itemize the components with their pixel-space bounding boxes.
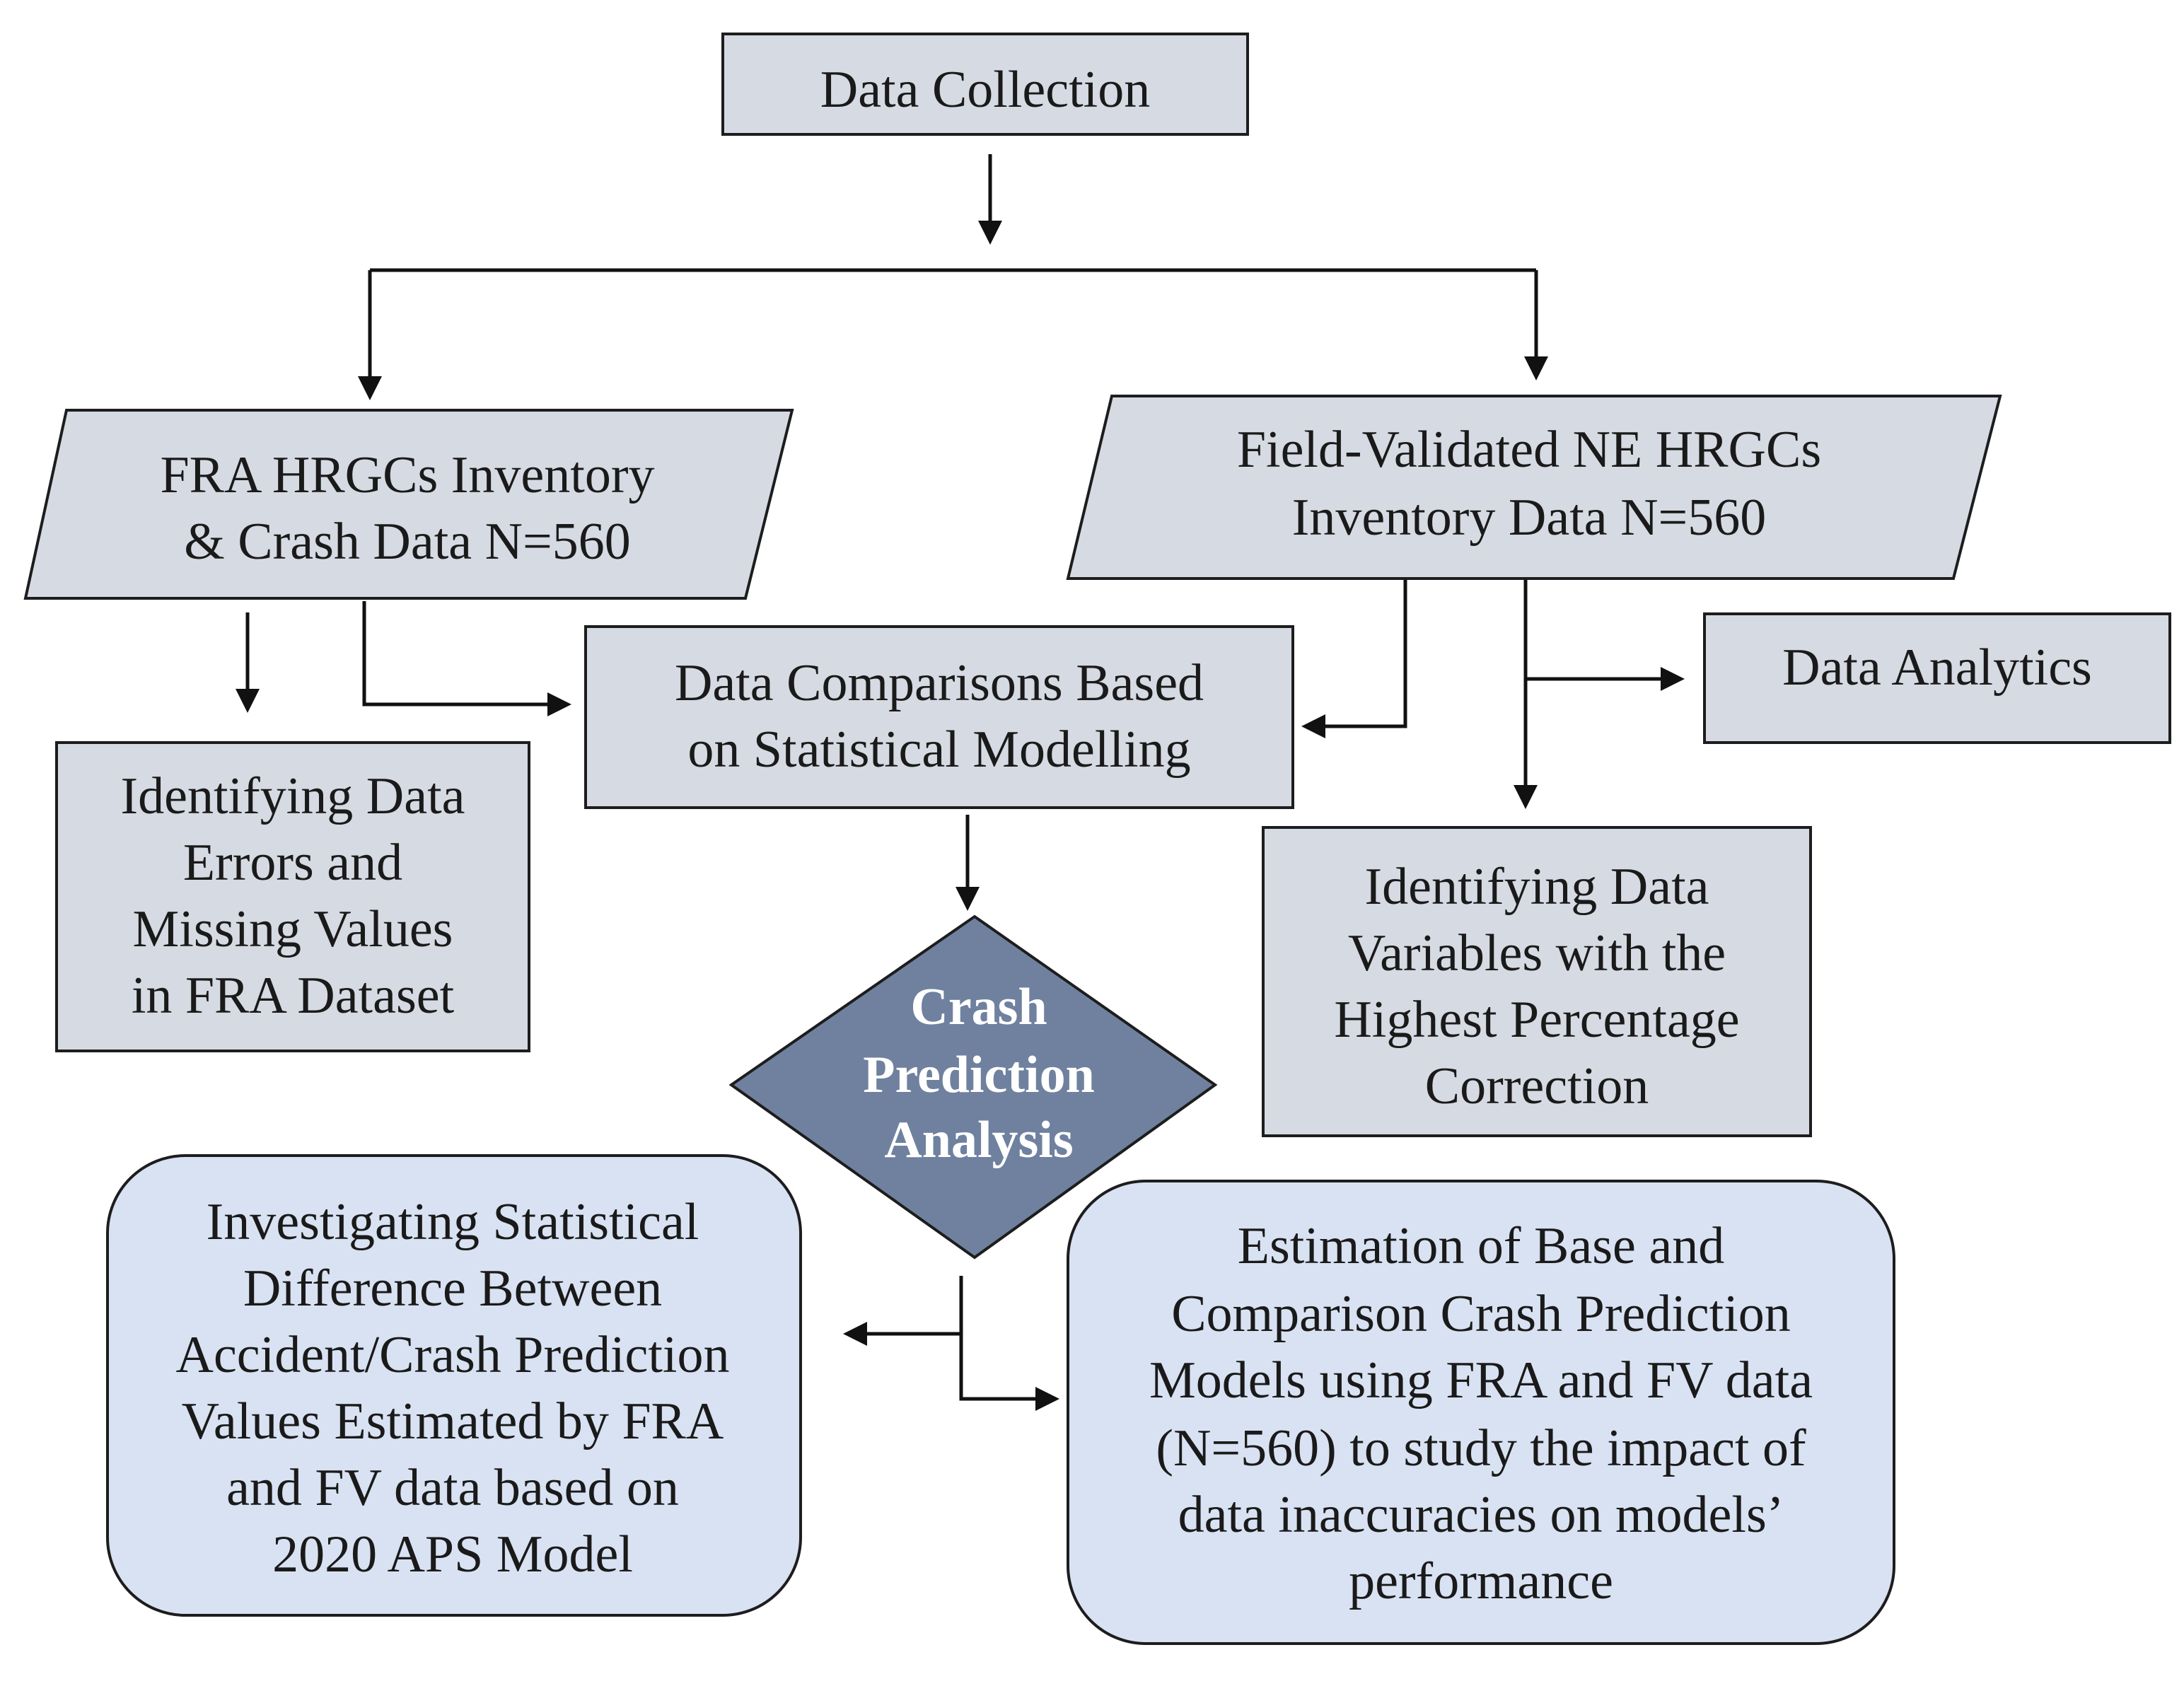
arrow-split-to-fv	[1524, 270, 1548, 380]
process-box	[1703, 612, 2171, 744]
node-label-line: Investigating Statistical	[207, 1193, 699, 1251]
node-label-line: & Crash Data N=560	[184, 513, 631, 571]
node-label-line: Comparison Crash Prediction	[1171, 1285, 1791, 1343]
rounded-box	[106, 1154, 802, 1617]
node-label-line: Identifying Data	[1365, 858, 1709, 916]
arrow-fv-to-variables	[1514, 579, 1538, 809]
node-label-line: Difference Between	[243, 1260, 662, 1318]
node-label-line: (N=560) to study the impact of	[1156, 1419, 1806, 1477]
node-label-line: Missing Values	[133, 900, 453, 958]
process-box	[1262, 826, 1812, 1137]
arrow-fra-to-comparisons	[362, 601, 571, 716]
node-data-analytics: Data Analytics	[1703, 612, 2171, 744]
arrow-split-to-fra	[358, 268, 1536, 400]
node-label-line: Variables with the	[1348, 924, 1726, 982]
process-box	[55, 741, 530, 1052]
arrow-decision-to-investigating	[843, 1276, 963, 1346]
node-label-line: performance	[1349, 1552, 1613, 1610]
decision-diamond	[728, 914, 1218, 1260]
node-label-line: Errors and	[183, 834, 402, 892]
node-label-line: Data Collection	[820, 61, 1150, 119]
node-label-line: in FRA Dataset	[132, 967, 455, 1025]
node-label-line: Highest Percentage	[1334, 991, 1739, 1049]
node-data-collection: Data Collection	[721, 33, 1249, 136]
data-parallelogram	[23, 409, 794, 600]
node-label-line: Correction	[1425, 1057, 1649, 1115]
node-identifying-errors: Identifying Data Errors and Missing Valu…	[55, 741, 530, 1052]
node-fv-inventory: Field-Validated NE HRGCs Inventory Data …	[1066, 395, 2002, 580]
node-label-line: on Statistical Modelling	[687, 721, 1190, 779]
data-parallelogram	[1066, 395, 2002, 580]
arrow-collection-down	[978, 154, 1002, 245]
arrow-fv-to-comparisons	[1301, 579, 1407, 738]
node-identifying-variables: Identifying Data Variables with the High…	[1262, 826, 1812, 1137]
node-fra-inventory: FRA HRGCs Inventory & Crash Data N=560	[23, 409, 794, 600]
arrow-comparisons-to-decision	[956, 815, 980, 911]
process-box	[584, 625, 1294, 809]
arrow-fra-to-errors	[236, 612, 260, 713]
node-label-line: Models using FRA and FV data	[1149, 1351, 1813, 1409]
node-data-comparisons: Data Comparisons Based on Statistical Mo…	[584, 625, 1294, 809]
node-label-line: FRA HRGCs Inventory	[161, 446, 655, 504]
node-label-line: Data Analytics	[1782, 639, 2092, 697]
node-label-line: and FV data based on	[226, 1459, 679, 1517]
node-label-line: Field-Validated NE HRGCs	[1237, 421, 1821, 479]
node-label-line: Accident/Crash Prediction	[176, 1326, 730, 1384]
arrow-decision-to-estimation	[959, 1334, 1059, 1411]
node-label-line: data inaccuracies on models’	[1178, 1486, 1784, 1544]
node-label-line: 2020 APS Model	[272, 1525, 633, 1583]
node-label-line: Crash	[910, 978, 1047, 1036]
node-label-line: Data Comparisons Based	[675, 654, 1204, 712]
node-label-line: Prediction	[863, 1046, 1094, 1104]
process-box	[721, 33, 1249, 136]
node-crash-prediction: Crash Prediction Analysis	[728, 914, 1218, 1260]
node-label-line: Estimation of Base and	[1238, 1217, 1724, 1275]
node-label-line: Identifying Data	[121, 767, 465, 825]
node-label-line: Inventory Data N=560	[1292, 489, 1767, 547]
node-estimation: Estimation of Base and Comparison Crash …	[1067, 1180, 1895, 1645]
connectors	[236, 154, 1685, 1411]
rounded-box	[1067, 1180, 1895, 1645]
node-label-line: Values Estimated by FRA	[182, 1393, 724, 1450]
node-label-line: Analysis	[884, 1111, 1073, 1169]
node-investigating: Investigating Statistical Difference Bet…	[106, 1154, 802, 1617]
arrow-fv-to-analytics	[1526, 667, 1685, 691]
